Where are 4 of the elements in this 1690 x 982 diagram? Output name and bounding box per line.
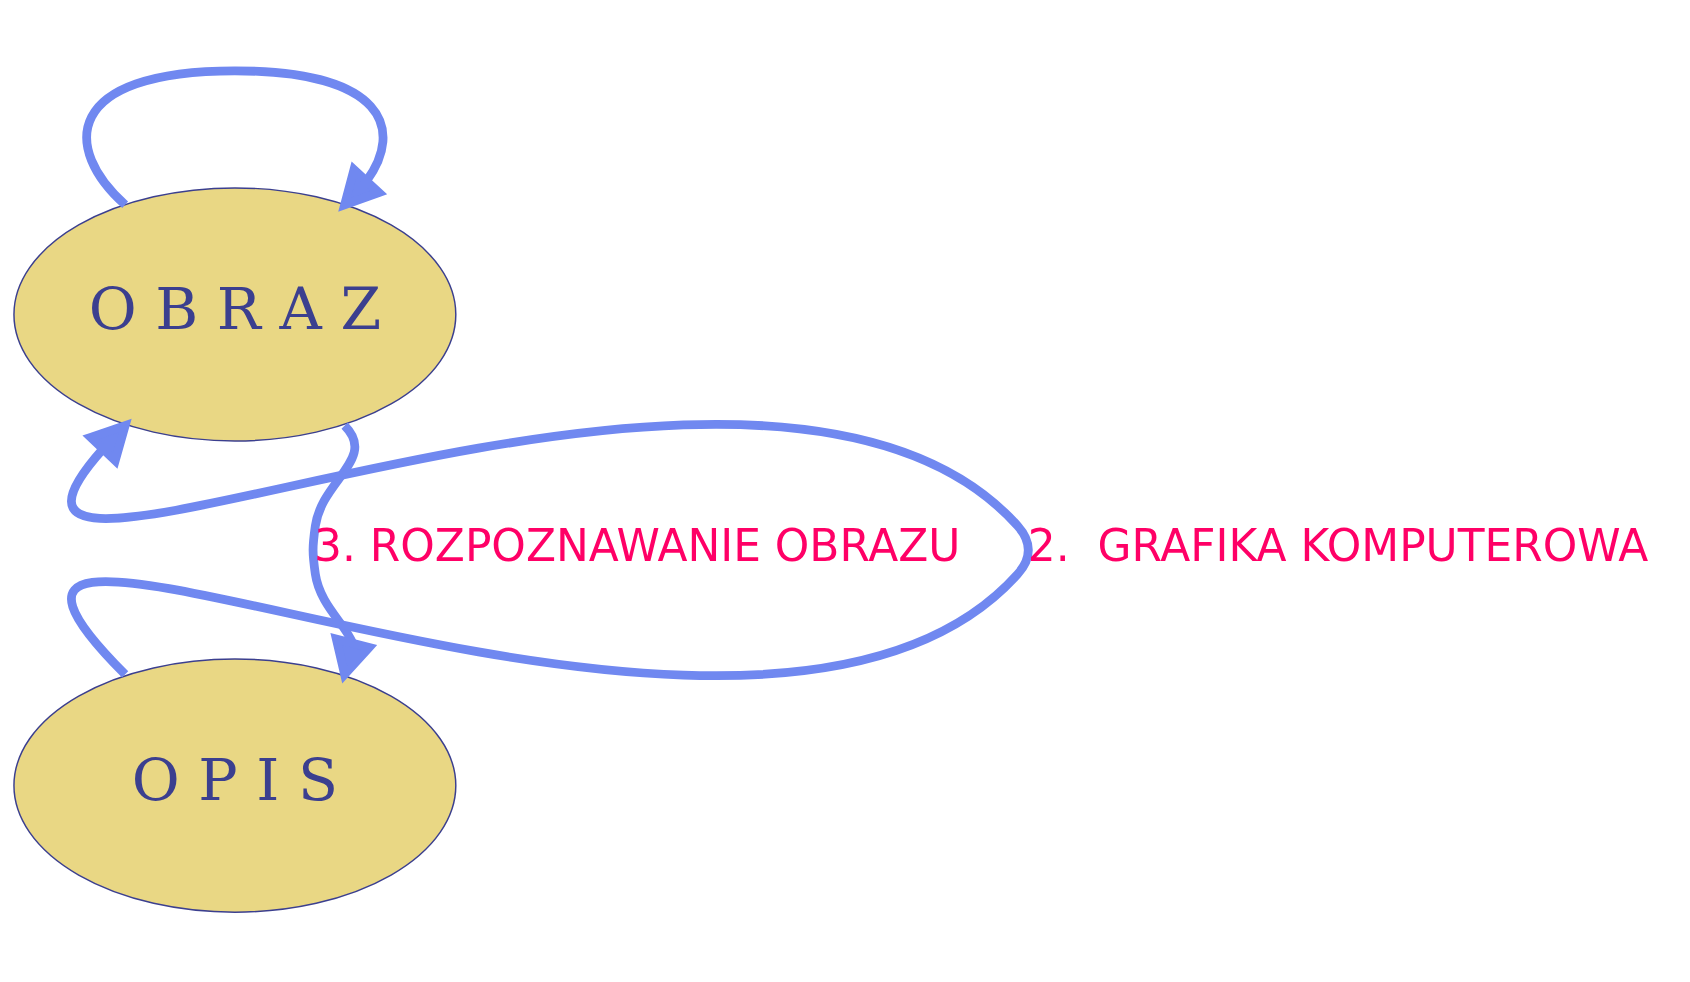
node-ellipse: O B R A Z	[13, 186, 457, 442]
edge-label: 2. GRAFIKA KOMPUTEROWA	[1027, 519, 1649, 571]
node-ellipse: O P I S	[13, 657, 457, 913]
arrow	[82, 65, 388, 212]
